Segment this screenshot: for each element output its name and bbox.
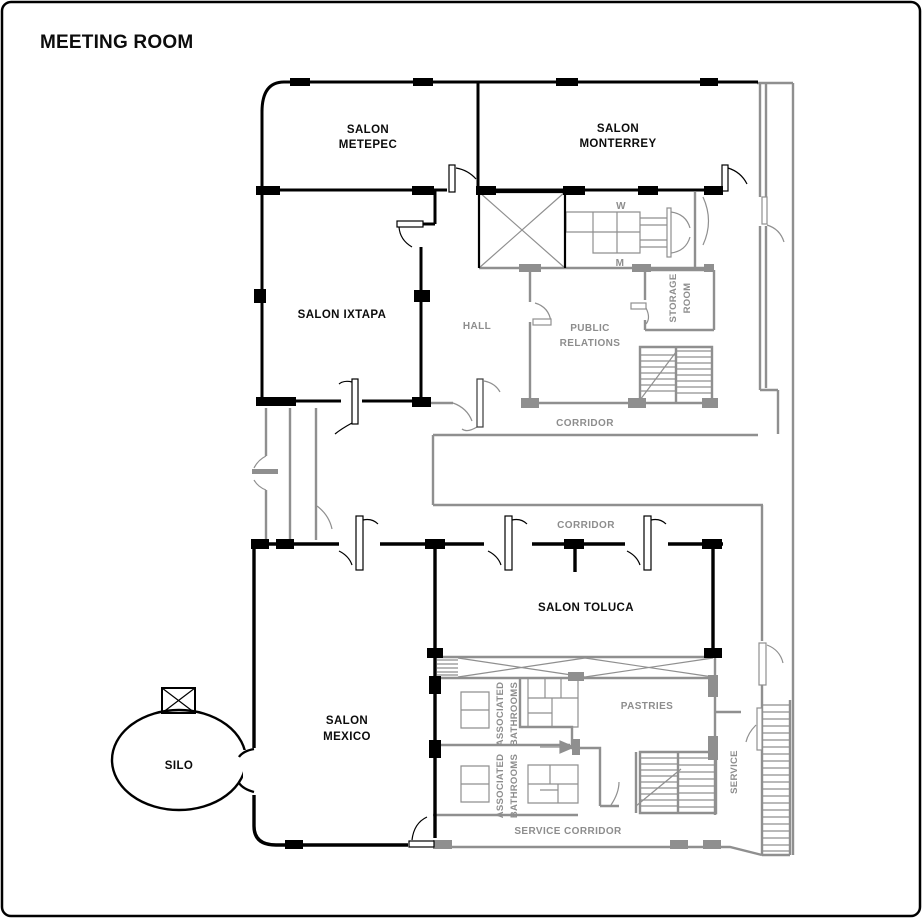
corridor-upper-label: CORRIDOR (556, 418, 614, 429)
room-label-toluca: SALON TOLUCA (538, 602, 634, 614)
room-label-public-relations-1: PUBLIC (570, 323, 610, 334)
room-label-metepec-2: METEPEC (339, 139, 397, 151)
room-label-pastries: PASTRIES (621, 701, 673, 712)
gray-columns (252, 264, 721, 849)
room-label-public-relations-2: RELATIONS (560, 338, 621, 349)
service-label: SERVICE (729, 750, 740, 794)
black-columns (251, 78, 723, 849)
gray-details (253, 191, 789, 852)
room-label-silo: SILO (165, 760, 193, 772)
room-label-storage-1: STORAGE (668, 274, 679, 323)
restroom-label-m: M (616, 258, 625, 269)
room-label-monterrey-1: SALON (597, 123, 639, 135)
corridor-mid-label: CORRIDOR (557, 520, 615, 531)
room-label-mexico-1: SALON (326, 715, 368, 727)
door-leaves (351, 164, 768, 848)
room-label-monterrey-2: MONTERREY (579, 138, 656, 150)
room-label-assoc-bath1-2: BATHROOMS (509, 682, 520, 746)
room-label-storage-2: ROOM (682, 283, 693, 314)
room-label-assoc-bath1-1: ASSOCIATED (495, 682, 506, 747)
room-label-mexico-2: MEXICO (323, 731, 371, 743)
silo-structure (110, 687, 257, 812)
room-label-metepec-1: SALON (347, 124, 389, 136)
restroom-label-w: W (616, 201, 626, 212)
labels: MEETING ROOM SALON METEPEC SALON MONTERR… (40, 32, 740, 837)
service-corridor-label: SERVICE CORRIDOR (514, 826, 622, 837)
room-label-ixtapa: SALON IXTAPA (298, 309, 387, 321)
door-arcs (334, 167, 748, 841)
room-label-hall: HALL (463, 321, 491, 332)
room-label-assoc-bath2-1: ASSOCIATED (495, 754, 506, 819)
page-title: MEETING ROOM (40, 32, 193, 53)
room-label-assoc-bath2-2: BATHROOMS (509, 754, 520, 818)
